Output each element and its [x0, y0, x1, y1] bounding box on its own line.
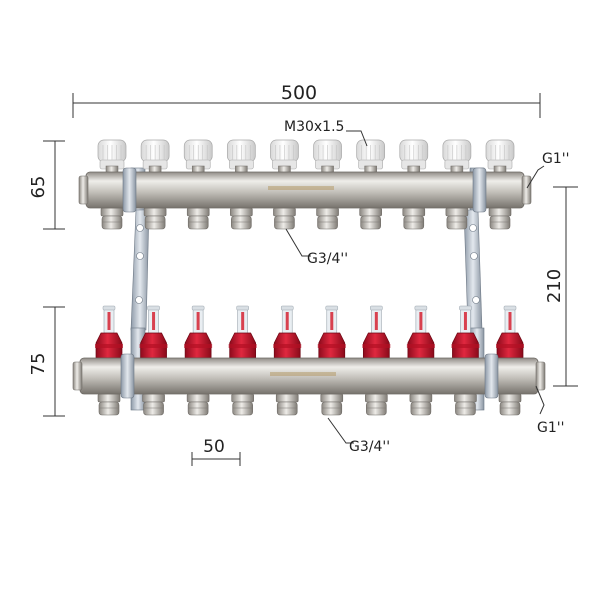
valve-cap [226, 139, 256, 170]
outlet-nut [275, 393, 299, 416]
lower-port [496, 305, 524, 416]
lower-port [273, 305, 302, 416]
upper-port [442, 139, 472, 230]
outlet-nut [231, 393, 254, 416]
flowmeter [451, 305, 480, 359]
callout-upper-inlet-thread: G1'' [542, 151, 569, 167]
callout-upper-inlet-leader [526, 165, 545, 189]
outlet-nut [359, 207, 382, 230]
outlet-nut [230, 207, 253, 230]
outlet-nut [365, 393, 388, 416]
lower-port [228, 305, 257, 416]
upper-port [485, 139, 515, 230]
outlet-nut [316, 207, 339, 230]
outlet-nut [445, 207, 469, 230]
outlet-nut [97, 393, 121, 416]
dimension-port-pitch-label: 50 [203, 437, 225, 457]
valve-cap [485, 139, 515, 170]
upper-ports [97, 139, 515, 230]
callout-lower-inlet-leader [535, 385, 545, 415]
valve-cap [270, 139, 299, 170]
outlet-nut [186, 207, 210, 230]
upper-port [97, 139, 127, 230]
lower-port [362, 305, 391, 416]
upper-port [226, 139, 256, 230]
flowmeter [139, 305, 168, 359]
outlet-nut [498, 393, 522, 416]
upper-bracket-clamps [122, 167, 487, 213]
dimension-axis-spacing [553, 186, 578, 387]
flowmeter [496, 305, 524, 359]
callout-lower-inlet-thread: G1'' [537, 420, 564, 436]
dimension-upper-height [43, 140, 65, 230]
lower-inlet-end [72, 361, 546, 391]
outlet-nut [143, 207, 167, 230]
flowmeter [273, 305, 302, 359]
lower-manifold-engraving [270, 372, 336, 376]
callout-valve-thread-leader [346, 130, 368, 147]
outlet-nut [402, 207, 426, 230]
dimension-overall-width [72, 93, 541, 118]
lower-port [184, 305, 213, 416]
flowmeter [317, 305, 346, 359]
dimension-lower-height-label: 75 [28, 353, 49, 376]
valve-cap [313, 139, 342, 170]
outlet-nut [186, 393, 210, 416]
valve-cap [399, 139, 429, 170]
callout-upper-outlet-leader [285, 228, 311, 257]
callout-lower-outlet-thread: G3/4'' [349, 439, 390, 455]
dimension-overall-width-label: 500 [281, 82, 317, 104]
lower-ports [95, 305, 524, 416]
dimension-upper-height-label: 65 [28, 176, 49, 199]
valve-cap [97, 139, 127, 170]
lower-port [406, 305, 435, 416]
lower-port [139, 305, 168, 416]
callout-valve-thread: M30x1.5 [284, 119, 344, 135]
callout-upper-outlet-thread: G3/4'' [307, 251, 348, 267]
outlet-nut [273, 207, 296, 230]
dimension-lower-height [43, 306, 65, 417]
dimension-axis-spacing-label: 210 [544, 269, 565, 303]
outlet-nut [142, 393, 165, 416]
dimension-port-pitch [191, 452, 241, 466]
flowmeter [406, 305, 435, 359]
outlet-nut [100, 207, 124, 230]
lower-port [317, 305, 346, 416]
valve-cap [140, 139, 170, 170]
lower-port [95, 305, 123, 416]
valve-cap [183, 139, 213, 170]
upper-port [356, 139, 386, 230]
flowmeter [228, 305, 257, 359]
upper-port [313, 139, 342, 230]
outlet-nut [320, 393, 344, 416]
flowmeter [184, 305, 213, 359]
upper-port [270, 139, 299, 230]
valve-cap [356, 139, 386, 170]
flowmeter [95, 305, 123, 359]
callout-lower-outlet-leader [327, 417, 354, 444]
upper-port [140, 139, 170, 230]
outlet-nut [409, 393, 433, 416]
valve-cap [442, 139, 472, 170]
lower-bracket-clamps [120, 353, 499, 399]
flowmeter [362, 305, 391, 359]
upper-inlet-end [78, 175, 532, 205]
lower-port [451, 305, 480, 416]
upper-port [183, 139, 213, 230]
outlet-nut [488, 207, 512, 230]
upper-port [399, 139, 429, 230]
upper-manifold-engraving [268, 186, 334, 190]
outlet-nut [454, 393, 477, 416]
